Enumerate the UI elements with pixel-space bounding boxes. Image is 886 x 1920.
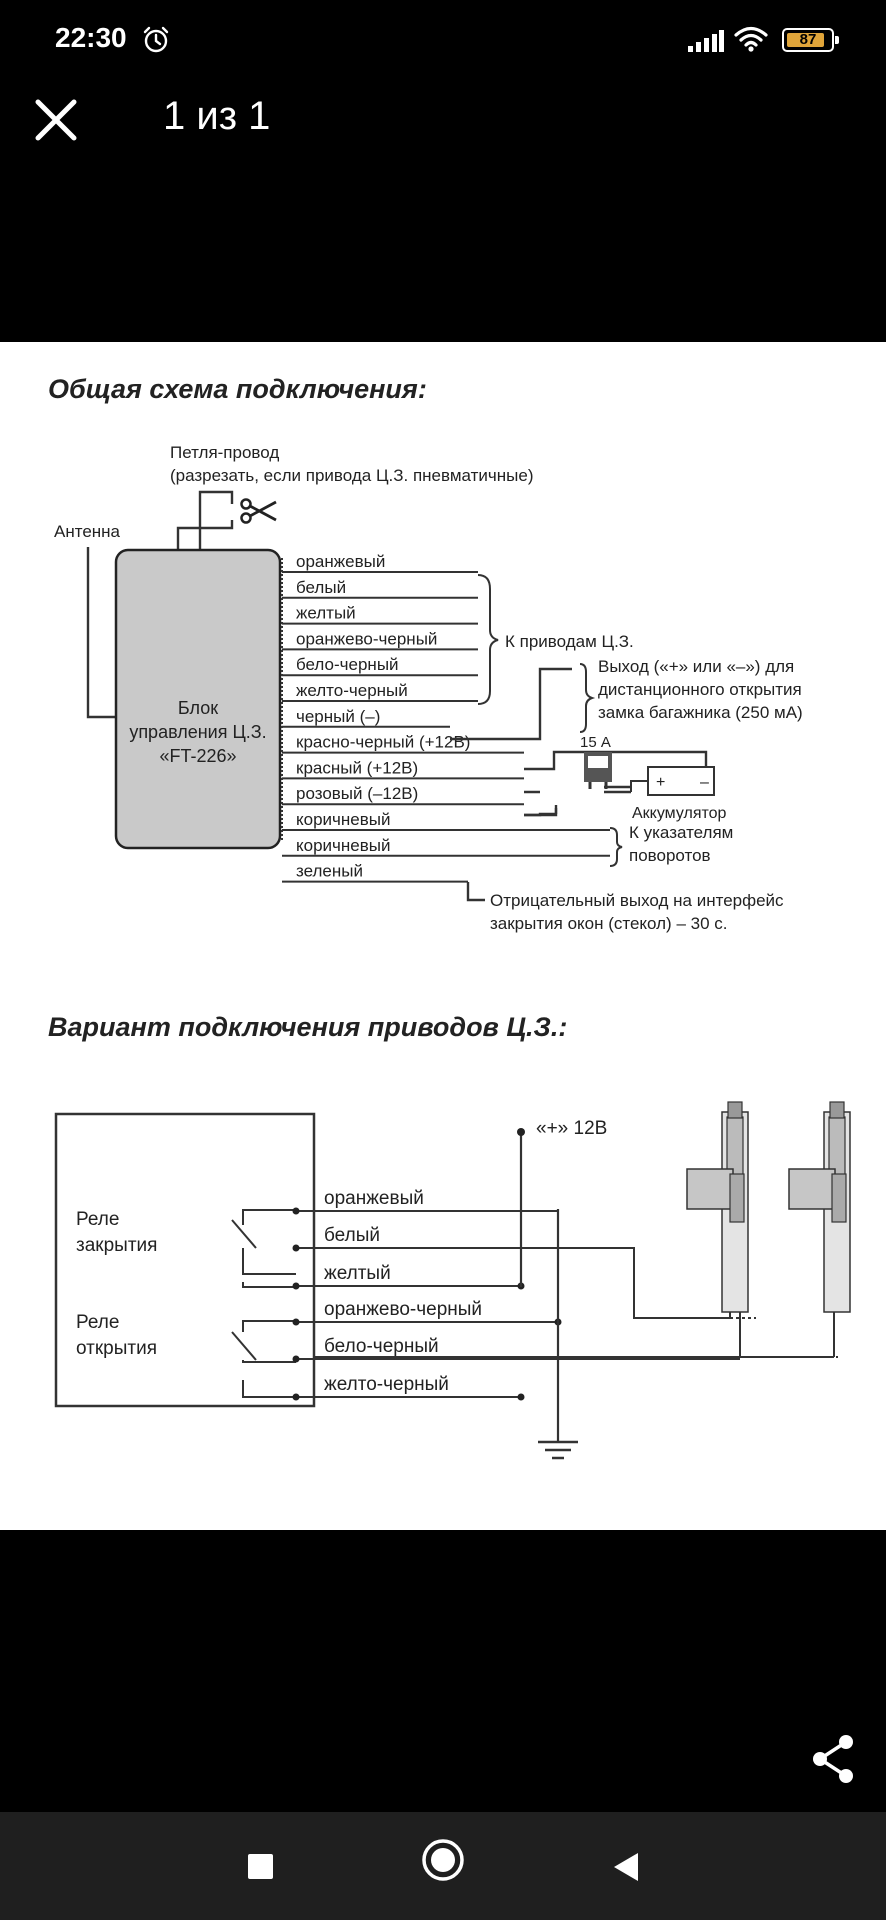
relay-wire-label: оранжево-черный (324, 1299, 482, 1320)
relay-wire-terminal (292, 1393, 300, 1401)
signal-icon (688, 30, 724, 52)
relay-wire-label: бело-черный (324, 1336, 439, 1357)
back-triangle-icon (614, 1853, 638, 1881)
relay-wire-terminal (292, 1244, 300, 1252)
relay-wire-label: оранжевый (324, 1188, 424, 1209)
image-counter: 1 из 1 (163, 94, 271, 138)
relay-open-contacts (231, 1320, 296, 1363)
window-label-1: Отрицательный выход на интерфейс (490, 891, 784, 910)
relay-close-contacts (231, 1209, 296, 1287)
wire-label: красно-черный (+12В) (296, 733, 470, 752)
relay-close-label-1: Реле (76, 1209, 119, 1230)
close-button[interactable] (28, 92, 84, 148)
wire-list: оранжевый белый желтый оранжево-черный бело-… (282, 552, 610, 883)
ground-icon (538, 1440, 578, 1460)
block-label-1: Блок (178, 698, 218, 718)
window-label-2: закрытия окон (стекол) – 30 с. (490, 914, 727, 933)
alarm-icon (143, 26, 169, 53)
wire-label: зеленый (296, 862, 363, 881)
image-content: Общая схема подключения: Петля-провод (р… (0, 342, 886, 1530)
actuators-brace (477, 574, 499, 705)
relay-open-label-2: открытия (76, 1338, 157, 1359)
battery-level: 87 (799, 31, 817, 48)
home-circle-icon (422, 1839, 464, 1881)
svg-text:–: – (700, 774, 709, 791)
diagram2-title: Вариант подключения приводов Ц.З.: (48, 1012, 567, 1042)
wire-label: оранжево-черный (296, 629, 437, 648)
trunk-label-2: дистанционного открытия (598, 680, 802, 699)
relay-wire-list: оранжевый белый желтый оранжево-черный бело-… (292, 1188, 740, 1401)
wire-label: розовый (–12В) (296, 784, 418, 803)
diagram1-title: Общая схема подключения: (48, 374, 427, 404)
recents-square-icon (248, 1854, 273, 1879)
wifi-icon (734, 26, 768, 52)
share-button[interactable] (808, 1732, 858, 1786)
junction-dot (517, 1393, 525, 1401)
status-bar: 22:30 87 (0, 0, 886, 84)
wire-label: оранжевый (296, 552, 385, 571)
loop-label-2: (разрезать, если привода Ц.З. пневматичн… (170, 466, 533, 485)
power-label: «+» 12В (536, 1118, 607, 1139)
fuse-label: 15 А (580, 734, 611, 751)
wire-label: коричневый (296, 836, 390, 855)
relay-close-label-2: закрытия (76, 1235, 157, 1256)
wiring-diagram: Общая схема подключения: Петля-провод (р… (48, 374, 851, 1460)
actuator-1 (686, 1101, 749, 1313)
actuator-2 (788, 1101, 851, 1313)
antenna-label: Антенна (54, 522, 121, 541)
control-block (114, 548, 282, 850)
wire-label: желтый (296, 604, 356, 623)
share-icon (813, 1735, 853, 1783)
status-time: 22:30 (55, 22, 127, 53)
turn-label-2: поворотов (629, 846, 711, 865)
wire-label: черный (–) (296, 707, 380, 726)
relay-wire-label: желто-черный (324, 1374, 449, 1395)
relay-wire-terminal (292, 1207, 300, 1215)
wire-label: красный (+12В) (296, 758, 418, 777)
battery-symbol (647, 766, 715, 796)
wire-label: белый (296, 578, 346, 597)
block-label-3: «FT-226» (159, 746, 236, 766)
relay-wire-terminal (292, 1355, 300, 1363)
relay-wire-label: белый (324, 1225, 380, 1246)
wire-label: коричневый (296, 810, 390, 829)
navigation-bar (0, 1812, 886, 1920)
trunk-label-1: Выход («+» или «–») для (598, 657, 794, 676)
relay-wire-label: желтый (324, 1263, 391, 1284)
trunk-label-3: замка багажника (250 мА) (598, 703, 803, 722)
back-button[interactable] (600, 1842, 650, 1892)
block-label-2: управления Ц.З. (129, 722, 266, 742)
fuse-icon (584, 752, 612, 789)
battery-icon: 87 (782, 28, 839, 52)
relay-block (54, 1112, 316, 1408)
to-actuators-label: К приводам Ц.З. (505, 632, 634, 651)
relay-wire-terminal (292, 1318, 300, 1326)
relay-open-label-1: Реле (76, 1312, 119, 1333)
home-button[interactable] (415, 1832, 471, 1888)
trunk-brace (579, 663, 596, 733)
loop-label-1: Петля-провод (170, 443, 279, 462)
turn-brace (609, 827, 623, 867)
wire-label: бело-черный (296, 655, 399, 674)
turn-label-1: К указателям (629, 823, 733, 842)
battery-label: Аккумулятор (632, 805, 727, 822)
svg-text:+: + (656, 774, 665, 791)
relay-wire-terminal (292, 1282, 300, 1290)
wire-label: желто-черный (296, 681, 408, 700)
close-icon (35, 99, 77, 141)
scissors-icon (240, 498, 277, 524)
recents-button[interactable] (236, 1842, 286, 1892)
